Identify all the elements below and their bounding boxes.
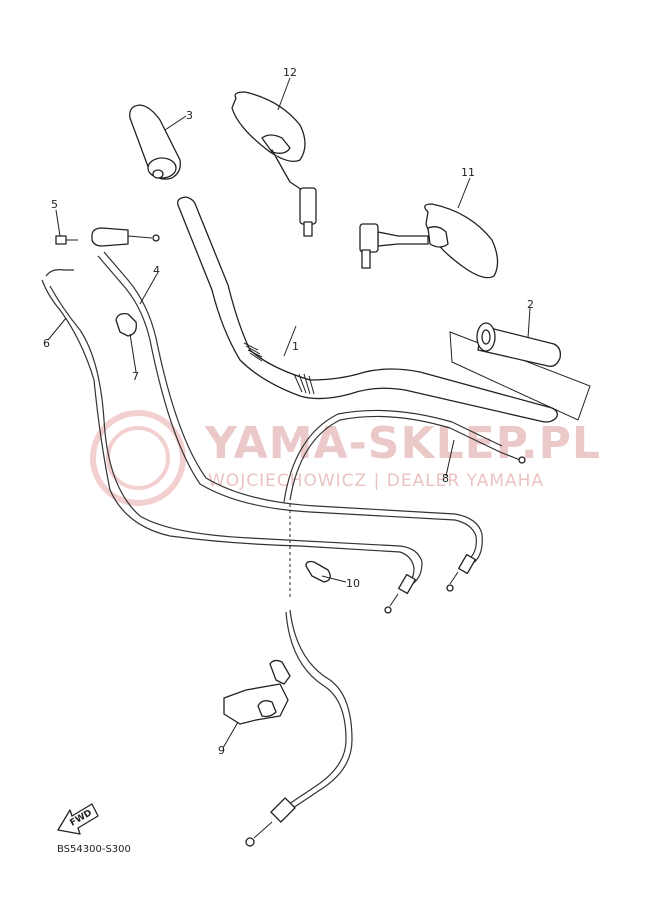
part-label-10: 10 (346, 577, 360, 590)
part-label-3: 3 (186, 109, 193, 122)
part-label-2: 2 (527, 298, 534, 311)
part-label-4: 4 (153, 264, 160, 277)
grip-part-3 (129, 104, 181, 180)
cable-part-8-end (245, 456, 526, 847)
cable-part-4-end (446, 553, 476, 592)
cable-part-4 (97, 255, 477, 561)
cable-part-6-outer (41, 279, 415, 587)
part-label-7: 7 (132, 370, 139, 383)
clamp-part-7 (115, 312, 137, 337)
cable-part-4-outer (103, 251, 483, 565)
cable-part-8-outer (283, 409, 503, 503)
cable-part-8-lower-outer (285, 611, 347, 807)
part-labels: 1 2 3 4 5 6 7 8 9 10 11 12 (43, 66, 534, 757)
cable-part-6-end (384, 573, 416, 614)
grip-part-2 (449, 322, 591, 421)
cable-part-8-lower (289, 609, 353, 811)
fwd-arrow-icon: FWD (57, 803, 99, 835)
part-label-11: 11 (461, 166, 475, 179)
mirror-part-11 (359, 203, 499, 279)
cable-bracket (91, 227, 160, 247)
clip-part-10 (305, 560, 331, 583)
part-label-12: 12 (283, 66, 297, 79)
cable-part-6 (45, 269, 423, 585)
diagram-code: BS54300-S300 (57, 844, 131, 855)
part-label-9: 9 (218, 744, 225, 757)
part-label-6: 6 (43, 337, 50, 350)
part-label-5: 5 (51, 198, 58, 211)
watermark-title: YAMA-SKLEP.PL (204, 418, 601, 469)
mirror-part-12 (231, 91, 317, 237)
leader-lines (47, 77, 531, 749)
watermark-subtitle: WOJCIECHOWICZ | DEALER YAMAHA (208, 471, 544, 491)
watermark: YAMA-SKLEP.PL WOJCIECHOWICZ | DEALER YAM… (90, 410, 601, 506)
part-label-1: 1 (292, 340, 299, 353)
cable-part-8 (289, 415, 521, 501)
part-label-8: 8 (442, 472, 449, 485)
holder-part-9 (223, 659, 291, 725)
bolt-part-5 (55, 235, 78, 245)
